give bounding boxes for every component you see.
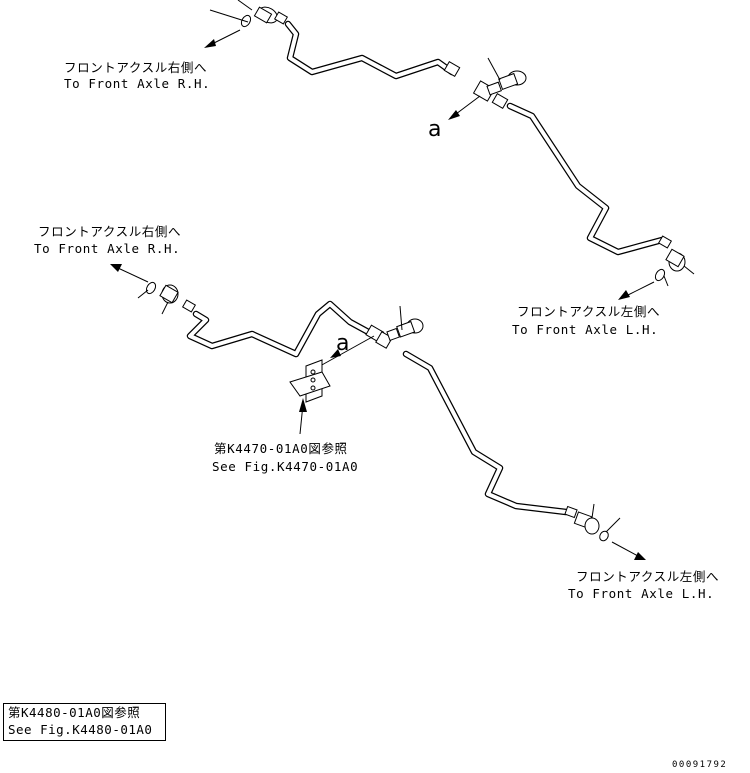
bottom-right-label-jp: フロントアクスル右側へ <box>38 224 181 239</box>
reference-box-en: See Fig.K4480-01A0 <box>8 722 153 737</box>
mounting-bracket <box>289 359 331 403</box>
top-pipe-right <box>284 20 456 80</box>
bottom-tee-fitting <box>365 318 424 349</box>
bottom-elbow-fitting-right <box>145 281 197 313</box>
top-elbow-fitting-left <box>654 235 686 282</box>
bottom-right-label-en: To Front Axle R.H. <box>34 241 180 256</box>
bottom-elbow-fitting-left <box>564 505 609 542</box>
bracket-ref-label-en: See Fig.K4470-01A0 <box>212 459 358 474</box>
bottom-left-label-jp: フロントアクスル左側へ <box>576 569 719 584</box>
bracket-ref-label-jp: 第K4470-01A0図参照 <box>214 441 348 456</box>
bottom-pipe-left <box>402 350 570 516</box>
top-left-label-jp: フロントアクスル左側へ <box>517 304 660 319</box>
bottom-pipe-assembly <box>110 264 646 560</box>
document-number: 00091792 <box>672 760 728 770</box>
top-left-label-en: To Front Axle L.H. <box>512 322 658 337</box>
detail-marker-bottom: a <box>336 331 349 356</box>
top-pipe-left <box>506 102 666 256</box>
top-pipe-assembly <box>204 0 695 300</box>
detail-marker-top: a <box>428 117 441 142</box>
top-elbow-fitting-right <box>240 6 289 28</box>
reference-box: 第K4480-01A0図参照 See Fig.K4480-01A0 <box>3 703 166 741</box>
reference-box-jp: 第K4480-01A0図参照 <box>8 705 141 720</box>
top-right-label-jp: フロントアクスル右側へ <box>64 60 207 75</box>
top-tee-fitting <box>443 60 527 110</box>
bottom-left-label-en: To Front Axle L.H. <box>568 586 714 601</box>
top-right-label-en: To Front Axle R.H. <box>64 76 210 91</box>
